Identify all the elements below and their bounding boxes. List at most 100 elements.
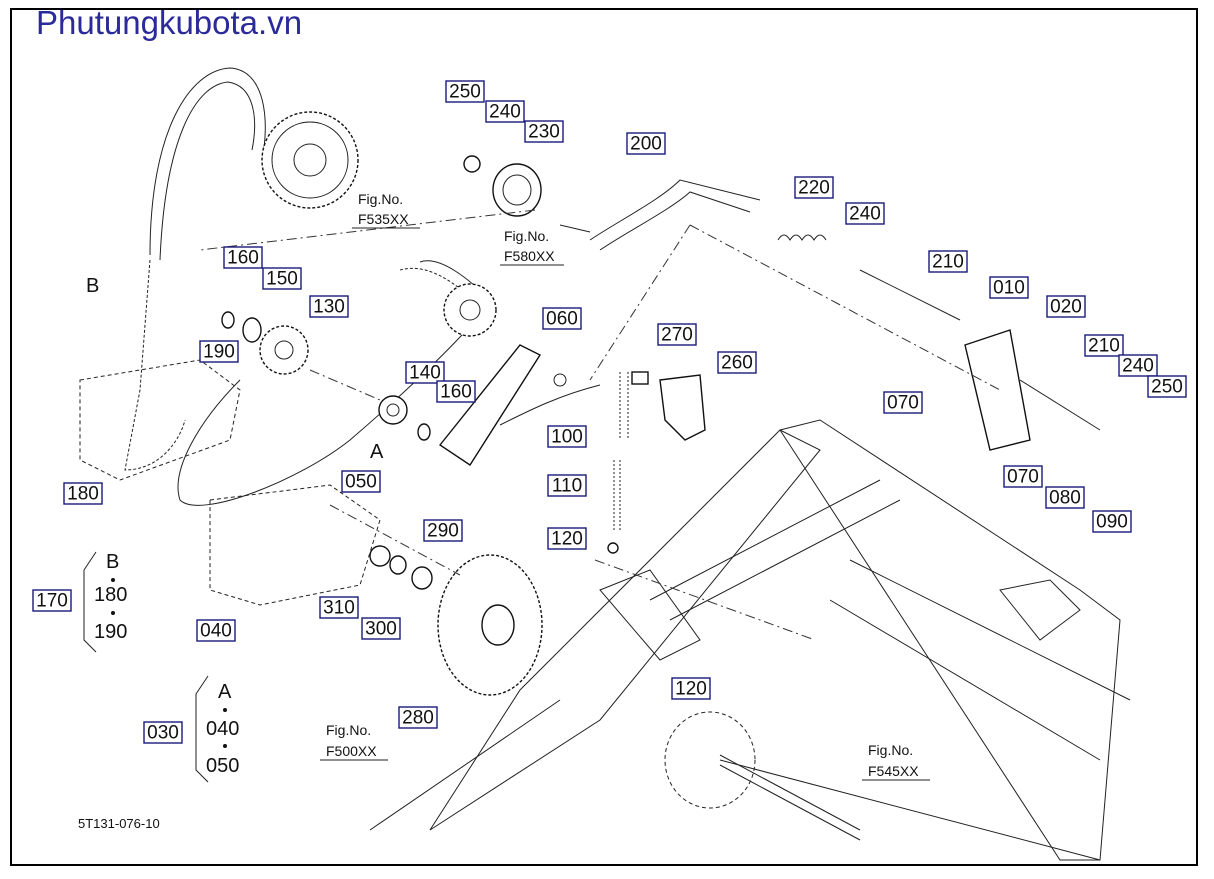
- part-tag-190: 190: [199, 340, 239, 363]
- part-tag-120: 120: [547, 527, 587, 550]
- part-tag-180: 180: [63, 482, 103, 505]
- part-tag-040: 040: [196, 619, 236, 642]
- fig-ref-code: F580XX: [504, 248, 555, 264]
- legend-a-item: 050: [206, 755, 239, 777]
- part-tag-label: 270: [661, 325, 693, 346]
- part-tag-label: 290: [427, 521, 459, 542]
- part-tag-label: 240: [849, 204, 881, 225]
- part-tag-310: 310: [319, 596, 359, 619]
- washers-290-300-310: [369, 545, 433, 590]
- part-tag-060: 060: [542, 307, 582, 330]
- shaft-bottom: [664, 711, 861, 841]
- part-tag-250: 250: [445, 80, 485, 103]
- legend-a-item: 040: [206, 718, 239, 740]
- diagram-frame: [10, 8, 1198, 866]
- part-tag-290: 290: [423, 519, 463, 542]
- fig-ref-code: F500XX: [326, 743, 377, 759]
- plate-260: [659, 374, 706, 441]
- part-tag-070: 070: [1003, 465, 1043, 488]
- part-tag-label: 060: [546, 309, 578, 330]
- bracket-010: [964, 329, 1031, 451]
- part-tag-160: 160: [223, 246, 263, 269]
- part-tag-210: 210: [1084, 334, 1124, 357]
- part-tag-260: 260: [717, 351, 757, 374]
- part-tag-100: 100: [547, 425, 587, 448]
- part-tag-label: 120: [675, 679, 707, 700]
- part-tag-label: 240: [489, 102, 521, 123]
- legend-a-letter: A: [218, 681, 232, 703]
- part-tag-280: 280: [398, 706, 438, 729]
- part-tag-label: 040: [200, 621, 232, 642]
- part-tag-140: 140: [405, 361, 445, 384]
- part-tag-label: 120: [551, 529, 583, 550]
- part-tag-label: 080: [1049, 488, 1081, 509]
- part-tag-label: 160: [440, 382, 472, 403]
- part-tag-240: 240: [1118, 354, 1158, 377]
- part-tag-label: 150: [266, 269, 298, 290]
- part-tag-label: 180: [67, 484, 99, 505]
- legend-a: A 040 050: [195, 675, 239, 783]
- frame-structure: [369, 419, 1131, 861]
- part-tag-270: 270: [657, 323, 697, 346]
- legend-b-item: 190: [94, 621, 127, 643]
- part-tag-label: 240: [1122, 356, 1154, 377]
- part-tag-label: 210: [1088, 336, 1120, 357]
- site-title: Phutungkubota.vn: [36, 4, 303, 41]
- bearing-140: [378, 395, 431, 441]
- part-tag-label: 200: [630, 134, 662, 155]
- rings-150-160: [221, 311, 262, 343]
- part-tag-240: 240: [845, 202, 885, 225]
- part-tag-label: 020: [1050, 297, 1082, 318]
- part-tag-label: 260: [721, 353, 753, 374]
- part-tag-150: 150: [262, 267, 302, 290]
- part-tag-label: 280: [402, 708, 434, 729]
- part-tag-230: 230: [524, 120, 564, 143]
- linkage-190-group: [79, 359, 381, 606]
- arm-060: [438, 344, 567, 466]
- part-tag-label: 220: [798, 178, 830, 199]
- roller-230: [463, 155, 542, 217]
- part-tag-080: 080: [1045, 486, 1085, 509]
- part-tag-120: 120: [671, 677, 711, 700]
- fig-ref-label: Fig.No.: [868, 742, 913, 758]
- part-tag-240: 240: [485, 100, 525, 123]
- rod-200: [589, 179, 761, 251]
- fig-ref-f535: Fig.No. F535XX: [352, 191, 420, 229]
- legend-b-letter: B: [106, 551, 119, 573]
- sprocket-280: [437, 554, 543, 696]
- part-tag-label: 210: [932, 252, 964, 273]
- bolt-270: [631, 371, 649, 385]
- legend-b-item: 180: [94, 584, 127, 606]
- sprocket-mid: [443, 283, 497, 337]
- part-tag-300: 300: [361, 617, 401, 640]
- part-tag-label: 070: [1007, 467, 1039, 488]
- part-tag-label: 090: [1096, 512, 1128, 533]
- chain-marker-a: A: [370, 441, 384, 463]
- part-tag-label: 250: [449, 82, 481, 103]
- part-tag-label: 130: [313, 297, 345, 318]
- fig-ref-f580: Fig.No. F580XX: [500, 228, 564, 266]
- part-tag-220: 220: [794, 176, 834, 199]
- part-tag-130: 130: [309, 295, 349, 318]
- part-tag-label: 300: [365, 619, 397, 640]
- part-tag-label: 230: [528, 122, 560, 143]
- part-tag-label: 250: [1151, 377, 1183, 398]
- part-tag-label: 140: [409, 363, 441, 384]
- part-tags: 2502402302002202402100100202102402501601…: [32, 80, 1187, 744]
- part-tag-label: 160: [227, 248, 259, 269]
- fig-ref-code: F535XX: [358, 211, 409, 227]
- part-tag-label: 050: [345, 472, 377, 493]
- fig-ref-f500: Fig.No. F500XX: [320, 722, 388, 761]
- sprocket-130: [259, 325, 309, 375]
- part-tag-label: 310: [323, 598, 355, 619]
- part-tag-label: 030: [147, 723, 179, 744]
- fig-ref-label: Fig.No.: [358, 191, 403, 207]
- part-tag-110: 110: [547, 474, 587, 497]
- chain-b: [124, 67, 266, 471]
- part-tag-090: 090: [1092, 510, 1132, 533]
- fig-ref-code: F545XX: [868, 763, 919, 779]
- spring-100: [607, 372, 629, 554]
- fig-ref-label: Fig.No.: [326, 722, 371, 738]
- diagram-code: 5T131-076-10: [78, 816, 160, 831]
